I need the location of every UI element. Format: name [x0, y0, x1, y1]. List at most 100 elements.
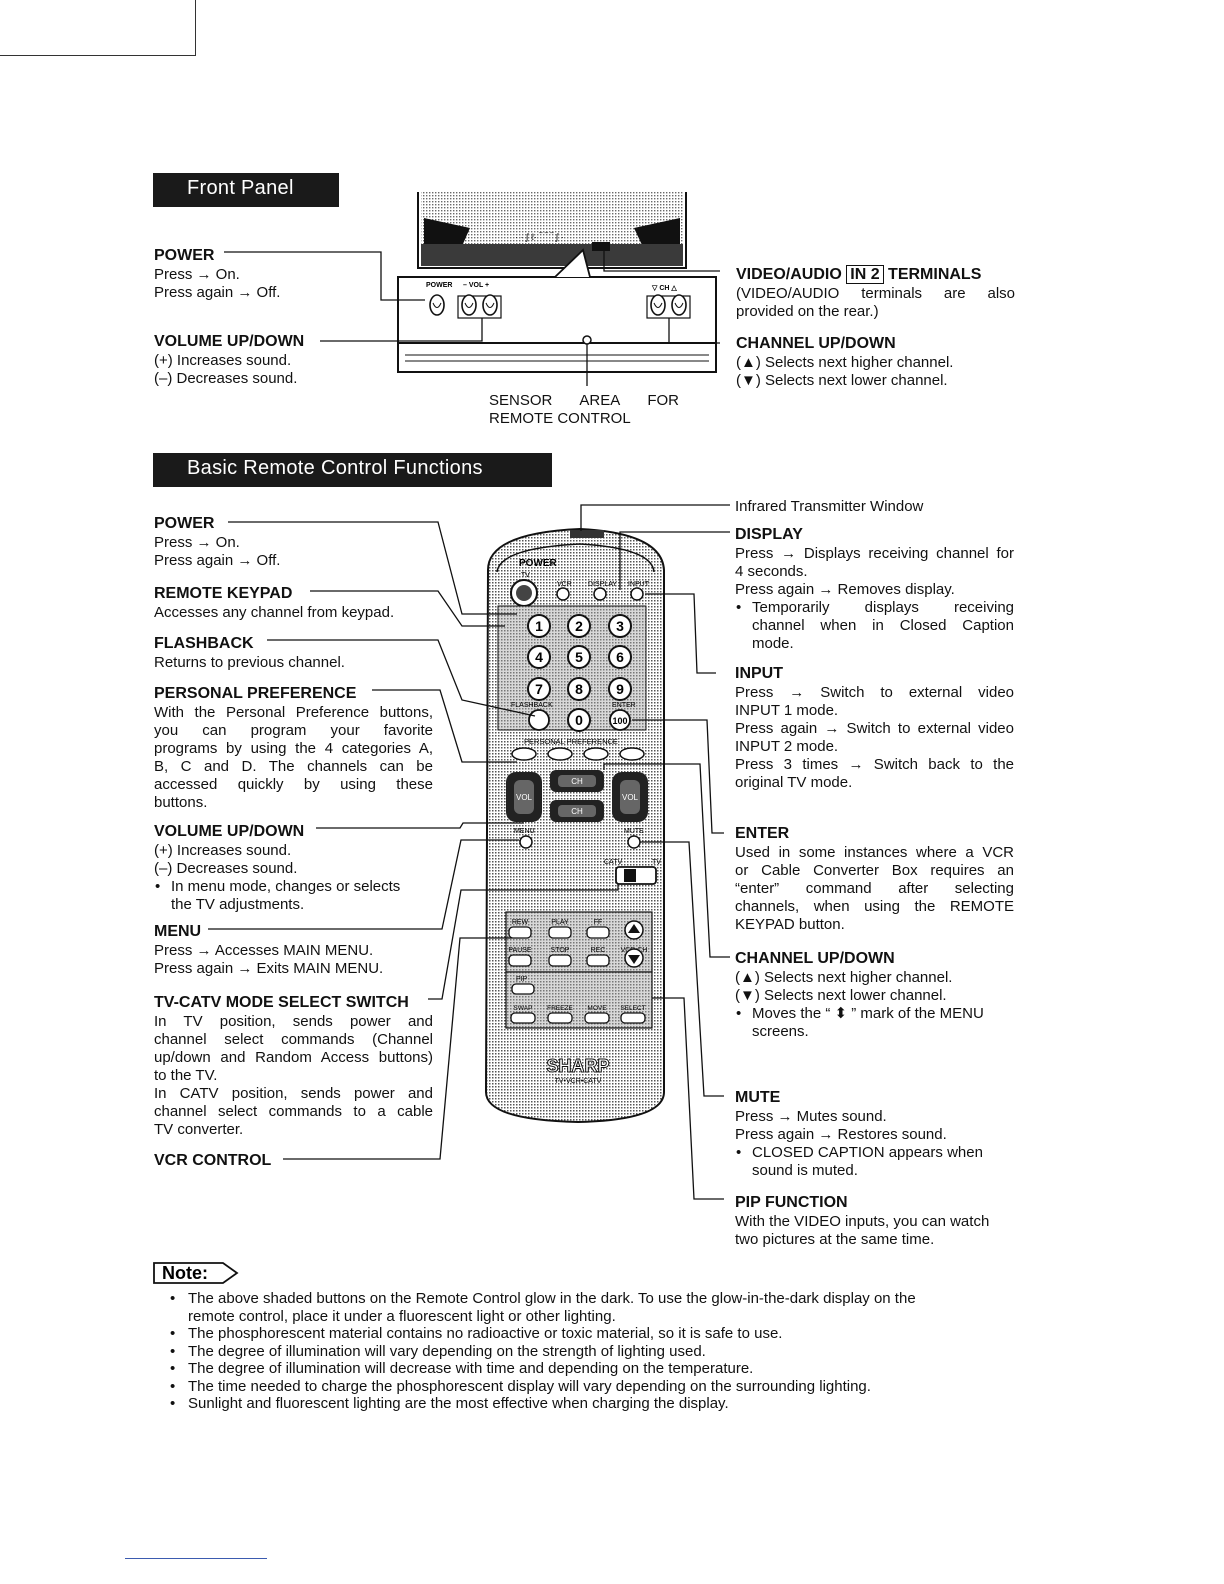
rc-power-vcr-button[interactable] — [556, 587, 570, 601]
rc-vol-down-button[interactable]: VOL — [506, 772, 542, 822]
rc-personal-line: buttons. — [154, 794, 208, 811]
rc-volume-line: (–) Decreases sound. — [154, 860, 298, 877]
panel-vol-down-button[interactable] — [461, 294, 477, 316]
fp-power-line: Press again → Off. — [154, 284, 281, 301]
leader-fp-channel — [668, 318, 720, 344]
rc-enter-line: KEYPAD button. — [735, 916, 845, 933]
rc-flashback-line: Returns to previous channel. — [154, 654, 345, 671]
rc-pref-a-button[interactable] — [511, 747, 537, 761]
remote-leaders-left — [208, 521, 619, 1160]
rc-display-line: Press again → Removes display. — [735, 581, 955, 598]
remote-functions-title: Basic Remote Control Functions — [153, 453, 552, 487]
rc-pip-function-button[interactable]: FREEZE — [547, 1005, 573, 1024]
rc-display-button[interactable] — [593, 587, 607, 601]
rc-ch-up-button[interactable]: CH — [550, 770, 604, 792]
rc-pip-button-label: SWAP — [514, 1005, 533, 1012]
note-label: Note: — [162, 1263, 208, 1283]
rc-enter-button[interactable]: 100 — [609, 709, 631, 731]
leader-fp-av — [603, 251, 720, 272]
pip-row: SWAP FREEZE MOVE SELECT — [510, 1005, 646, 1024]
rc-vcr-button[interactable]: STOP — [548, 947, 572, 967]
rc-menu-line: Press again → Exits MAIN MENU. — [154, 960, 384, 977]
rc-vcr-button[interactable]: REC — [586, 947, 610, 967]
panel-notch — [554, 248, 591, 278]
rc-vcr-button[interactable]: PLAY — [548, 919, 572, 939]
rc-key-button[interactable]: 6 — [608, 645, 632, 669]
rc-key-button[interactable]: 1 — [527, 614, 551, 638]
rc-pip-function-button[interactable]: MOVE — [584, 1005, 610, 1024]
rc-tv-catv-switch[interactable] — [615, 866, 657, 885]
rc-key-button[interactable]: 4 — [527, 645, 551, 669]
rc-pip-line: two pictures at the same time. — [735, 1231, 935, 1248]
rc-keypad-desc: REMOTE KEYPAD Accesses any channel from … — [154, 584, 394, 622]
fp-volume-desc: VOLUME UP/DOWN (+) Increases sound. (–) … — [154, 332, 304, 388]
rc-key-button[interactable]: 0 — [567, 708, 591, 732]
rc-volume-bullet-line: the TV adjustments. — [171, 896, 305, 913]
rc-pip-button[interactable] — [511, 983, 535, 995]
rc-tvcatv-line: channel select commands (Channel — [154, 1031, 433, 1048]
rc-pip-label: PIP — [516, 976, 528, 983]
rc-ch-down-button[interactable]: CH — [550, 800, 604, 822]
rc-personal-line: you can program your favorite — [154, 722, 433, 739]
rc-vcr-ch-down-button[interactable] — [624, 948, 644, 968]
rc-vcr-button[interactable]: FF — [586, 919, 610, 939]
tv-tiny-label: · · ∫ ℓ· ‾ ‾ ‾ ∫ · — [515, 232, 564, 242]
rc-enter-label: ENTER — [612, 702, 636, 709]
rc-menu-line: Press → Accesses MAIN MENU. — [154, 942, 374, 959]
rc-key-button[interactable]: 8 — [567, 677, 591, 701]
note-item: The phosphorescent material contains no … — [168, 1325, 1018, 1343]
rc-key-button[interactable]: 3 — [608, 614, 632, 638]
panel-power-button[interactable] — [429, 294, 445, 316]
rc-key-label: 4 — [535, 649, 543, 665]
front-panel-title: Front Panel — [153, 173, 339, 207]
panel-vol-up-button[interactable] — [482, 294, 498, 316]
panel-ch-up-button[interactable] — [671, 294, 687, 316]
fp-sensor-desc: SENSOR AREA FOR REMOTE CONTROL — [489, 392, 679, 428]
note-item: Sunlight and fluorescent lighting are th… — [168, 1395, 1018, 1413]
rc-menu-label: MENU — [514, 828, 535, 835]
rc-pip-function-button[interactable]: SWAP — [510, 1005, 536, 1024]
panel-ch-down-button[interactable] — [650, 294, 666, 316]
note-item-line: remote control, place it under a fluores… — [188, 1307, 616, 1325]
rc-pref-d-button[interactable] — [619, 747, 645, 761]
rc-input-line: Press again → Switch to external video — [735, 720, 1014, 737]
rc-key-button[interactable]: 5 — [567, 645, 591, 669]
rc-enter-line: Used in some instances where a VCR — [735, 844, 1014, 861]
rc-tvcatv-line: In TV position, sends power and — [154, 1013, 433, 1030]
rc-channel-line: (▼) Selects next lower channel. — [735, 987, 947, 1004]
rc-mute-bullet-line: CLOSED CAPTION appears when — [752, 1144, 983, 1161]
rc-pref-b-button[interactable] — [547, 747, 573, 761]
note-badge: Note: — [153, 1262, 239, 1284]
rc-mute-line: Press → Mutes sound. — [735, 1108, 887, 1125]
rc-vol-up-button[interactable]: VOL — [612, 772, 648, 822]
rc-power-tv-button[interactable] — [510, 579, 538, 607]
rc-vcr-button[interactable]: PAUSE — [508, 947, 532, 967]
rc-key100-label: 100 — [612, 716, 627, 726]
rc-input-label: INPUT — [628, 581, 650, 588]
rc-vcr-label: VCR — [557, 581, 572, 588]
rc-key-button[interactable]: 9 — [608, 677, 632, 701]
rc-tvcatv-line: to the TV. — [154, 1067, 218, 1084]
rc-tvcatv-head: TV-CATV MODE SELECT SWITCH — [154, 994, 409, 1011]
rc-menu-head: MENU — [154, 923, 202, 940]
rc-key-button[interactable]: 7 — [527, 677, 551, 701]
rc-input-button[interactable] — [630, 587, 644, 601]
rc-channel-bullet: Moves the “ ⬍ ” mark of the MENU screens… — [735, 1005, 984, 1041]
rc-key-label: 1 — [535, 618, 543, 634]
rc-power-head: POWER — [154, 515, 215, 532]
rc-key-button[interactable]: 2 — [567, 614, 591, 638]
rc-personal-label: PERSONAL PREFERENCE — [524, 737, 618, 746]
rc-key-label: 0 — [575, 712, 583, 728]
rc-flashback-button[interactable] — [528, 709, 550, 731]
rc-key-label: 3 — [616, 618, 624, 634]
rc-pip-function-button[interactable]: SELECT — [620, 1005, 646, 1024]
note-item-line: The above shaded buttons on the Remote C… — [188, 1290, 916, 1307]
rc-menu-button[interactable] — [519, 835, 533, 849]
rc-vcr-button[interactable]: REW — [508, 919, 532, 939]
rc-mute-button[interactable] — [627, 835, 641, 849]
rc-vcr-desc: VCR CONTROL — [154, 1151, 271, 1171]
rc-vcr-ch-up-button[interactable] — [624, 920, 644, 940]
rc-pref-c-button[interactable] — [583, 747, 609, 761]
note-item: The degree of illumination will decrease… — [168, 1360, 1018, 1378]
